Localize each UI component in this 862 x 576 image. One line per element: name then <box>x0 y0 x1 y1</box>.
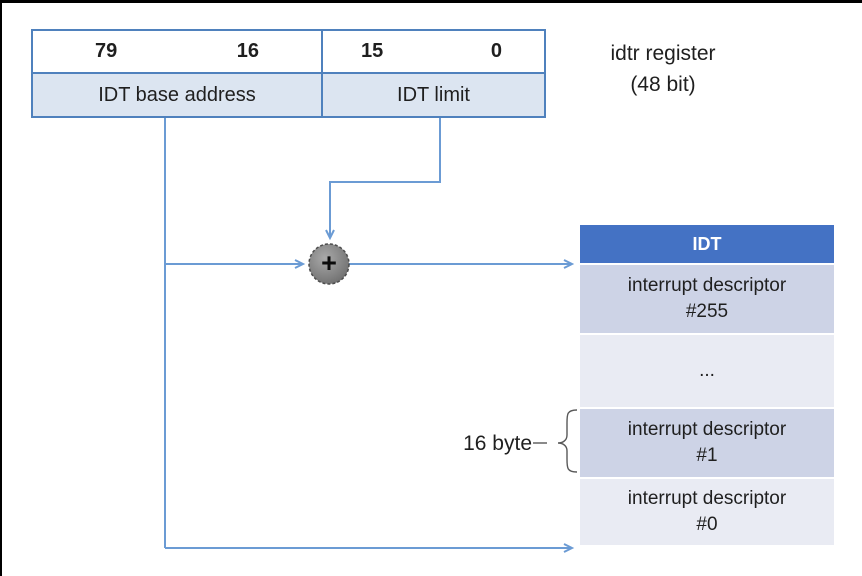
idtr-bit-numbers-row: 79 16 15 0 <box>33 31 544 74</box>
idtr-register-box: 79 16 15 0 IDT base address IDT limit <box>31 29 546 118</box>
entry-size-label: 16 byte <box>463 432 532 455</box>
idt-row-1: interrupt descriptor #1 <box>580 409 834 477</box>
idt-row-0: interrupt descriptor #0 <box>580 479 834 545</box>
idt-row-255-index: #255 <box>685 301 729 322</box>
limit-to-adder-arrow <box>325 118 441 241</box>
bit-0-label: 0 <box>490 40 502 62</box>
idt-row-1-index: #1 <box>696 445 718 466</box>
base-address-bits-cell: 79 16 <box>33 31 323 72</box>
idt-row-ellipsis: ... <box>580 335 834 407</box>
idtr-register-caption: idtr register (48 bit) <box>578 38 748 100</box>
idt-base-address-label: IDT base address <box>98 83 256 106</box>
idt-row-0-text: interrupt descriptor <box>627 488 787 509</box>
idt-row-255: interrupt descriptor #255 <box>580 265 834 333</box>
adder-plus-icon: + <box>321 247 337 278</box>
idt-row-1-text: interrupt descriptor <box>627 419 787 440</box>
bit-15-label: 15 <box>361 40 384 62</box>
idt-limit-label: IDT limit <box>397 83 470 106</box>
bit-79-label: 79 <box>95 40 118 62</box>
left-border-line <box>0 0 2 576</box>
idt-table: IDT interrupt descriptor #255 ... interr… <box>580 225 834 545</box>
idt-limit-field: IDT limit <box>323 74 544 116</box>
bit-16-label: 16 <box>236 40 259 62</box>
top-border-line <box>0 0 862 3</box>
entry-size-brace <box>557 409 578 473</box>
idtr-field-labels-row: IDT base address IDT limit <box>33 74 544 116</box>
idt-base-address-field: IDT base address <box>33 74 323 116</box>
idt-table-title: IDT <box>580 225 834 263</box>
limit-bits-cell: 15 0 <box>323 31 544 72</box>
idtr-caption-line1: idtr register <box>610 42 716 65</box>
idtr-caption-line2: (48 bit) <box>630 73 696 96</box>
idt-row-255-text: interrupt descriptor <box>627 275 787 296</box>
idt-row-0-index: #0 <box>696 514 718 535</box>
idt-row-ellipsis-text: ... <box>699 360 715 381</box>
